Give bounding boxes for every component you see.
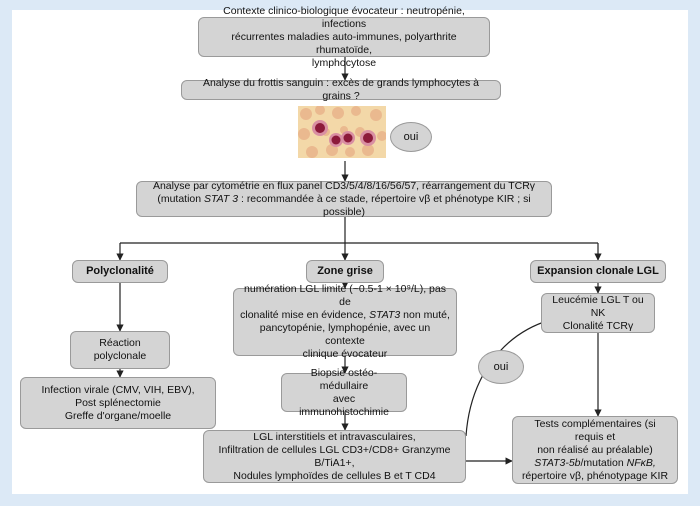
infections-box: Infection virale (CMV, VIH, EBV), Post s… bbox=[20, 377, 216, 429]
polyclonality-box: Polyclonalité bbox=[72, 260, 168, 283]
context-line-3: lymphocytose bbox=[311, 56, 377, 69]
biopsy-box: Biopsie ostéo-médullaire avec immunohist… bbox=[281, 367, 407, 418]
context-line-2: récurrentes maladies auto-immunes, polya… bbox=[231, 30, 457, 56]
grey-zone-description-box: numération LGL limite (~0.5-1 × 10⁹/L), … bbox=[233, 283, 457, 360]
cytometry-box: Analyse par cytométrie en flux panel CD3… bbox=[136, 179, 552, 218]
smear-text: Analyse du frottis sanguin : excès de gr… bbox=[202, 77, 480, 102]
complementary-tests-box: Tests complémentaires (si requis et non … bbox=[512, 416, 678, 484]
lgl-infiltration-box: LGL interstitiels et intravasculaires, I… bbox=[203, 430, 466, 483]
context-box: Contexte clinico-biologique évocateur : … bbox=[198, 5, 490, 69]
oui-bubble-smear: oui bbox=[390, 122, 432, 152]
reactive-polyclonal-box: Réaction polyclonale bbox=[70, 331, 170, 369]
grey-zone-box: Zone grise bbox=[306, 260, 384, 283]
clonal-expansion-box: Expansion clonale LGL bbox=[530, 260, 666, 283]
leukemia-box: Leucémie LGL T ou NK Clonalité TCRγ bbox=[541, 293, 655, 333]
context-line-1: Contexte clinico-biologique évocateur : … bbox=[223, 4, 465, 30]
cytometry-line-2: (mutation STAT 3 : recommandée à ce stad… bbox=[157, 192, 531, 218]
oui-bubble-lgl: oui bbox=[478, 350, 524, 384]
smear-box: Analyse du frottis sanguin : excès de gr… bbox=[181, 77, 501, 102]
cytometry-line-1: Analyse par cytométrie en flux panel CD3… bbox=[152, 179, 536, 192]
blood-smear-image bbox=[298, 106, 386, 158]
